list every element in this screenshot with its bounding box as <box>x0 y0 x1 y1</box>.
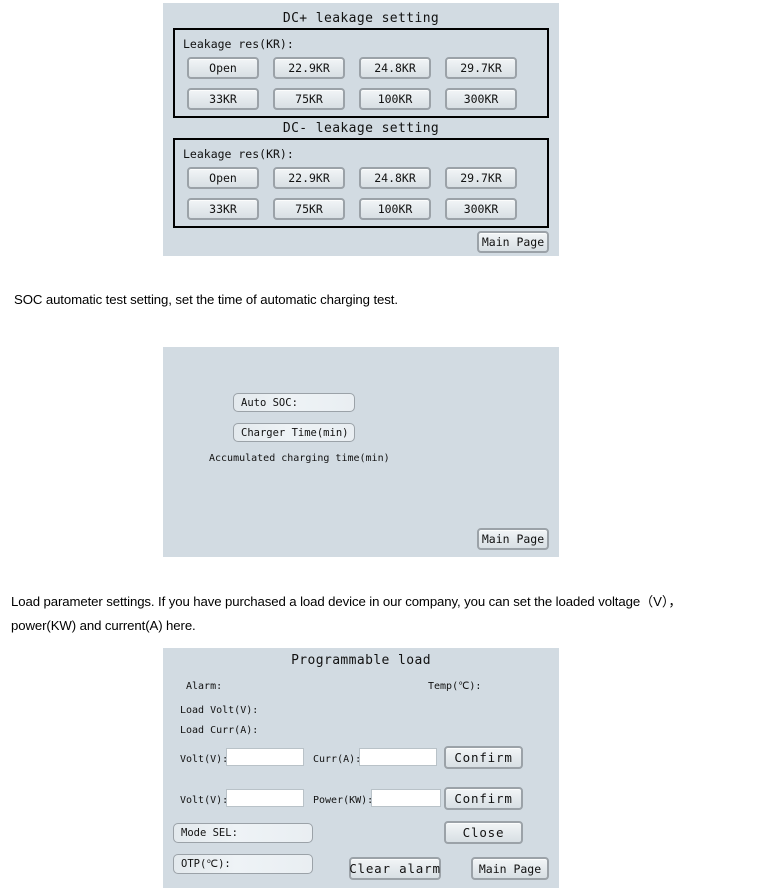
volt-current-input[interactable] <box>226 748 304 766</box>
temp-label: Temp(℃): <box>428 681 482 692</box>
alarm-label: Alarm: <box>186 681 223 692</box>
soc-main-page-button[interactable]: Main Page <box>477 528 549 550</box>
load-description-line-2: power(KW) and current(A) here. <box>11 618 196 633</box>
soc-auto-test-panel: Auto SOC: Charger Time(min) Accumulated … <box>163 347 559 557</box>
curr-input[interactable] <box>359 748 437 766</box>
leakage-setting-panel: DC+ leakage setting Leakage res(KR): Ope… <box>163 3 559 256</box>
load-volt-label: Load Volt(V): <box>180 705 259 716</box>
dc-minus-title: DC- leakage setting <box>282 121 440 136</box>
close-button[interactable]: Close <box>444 821 523 844</box>
load-description-line-1: Load parameter settings. If you have pur… <box>11 594 682 609</box>
accumulated-charging-time-label: Accumulated charging time(min) <box>209 453 390 464</box>
dc-minus-res-75kr[interactable]: 75KR <box>273 198 345 220</box>
programmable-load-panel: Programmable load Alarm: Temp(℃): Load V… <box>163 648 559 888</box>
volt-power-row-label: Volt(V): <box>180 795 229 806</box>
load-curr-label: Load Curr(A): <box>180 725 259 736</box>
otp-field[interactable]: OTP(℃): <box>173 854 313 874</box>
dc-minus-res-300kr[interactable]: 300KR <box>445 198 517 220</box>
load-main-page-button[interactable]: Main Page <box>471 857 549 880</box>
charger-time-field[interactable]: Charger Time(min) <box>233 423 355 442</box>
dc-plus-res-75kr[interactable]: 75KR <box>273 88 345 110</box>
otp-label: OTP(℃): <box>181 858 231 870</box>
mode-sel-label: Mode SEL: <box>181 827 238 839</box>
programmable-load-title: Programmable load <box>291 653 431 668</box>
confirm-current-button[interactable]: Confirm <box>444 746 523 769</box>
soc-description-paragraph: SOC automatic test setting, set the time… <box>14 292 398 307</box>
dc-minus-res-24-8kr[interactable]: 24.8KR <box>359 167 431 189</box>
dc-plus-res-24-8kr[interactable]: 24.8KR <box>359 57 431 79</box>
dc-minus-group-label: Leakage res(KR): <box>183 147 294 161</box>
clear-alarm-button[interactable]: Clear alarm <box>349 857 441 880</box>
volt-current-row-label: Volt(V): <box>180 754 229 765</box>
dc-plus-title: DC+ leakage setting <box>282 11 440 26</box>
dc-plus-groupbox: Leakage res(KR): Open 22.9KR 24.8KR 29.7… <box>173 28 549 118</box>
dc-plus-res-33kr[interactable]: 33KR <box>187 88 259 110</box>
auto-soc-field[interactable]: Auto SOC: <box>233 393 355 412</box>
dc-plus-group-label: Leakage res(KR): <box>183 37 294 51</box>
curr-label: Curr(A): <box>313 754 362 765</box>
dc-minus-res-open[interactable]: Open <box>187 167 259 189</box>
dc-plus-res-100kr[interactable]: 100KR <box>359 88 431 110</box>
dc-minus-groupbox: Leakage res(KR): Open 22.9KR 24.8KR 29.7… <box>173 138 549 228</box>
dc-plus-res-29-7kr[interactable]: 29.7KR <box>445 57 517 79</box>
leakage-main-page-button[interactable]: Main Page <box>477 231 549 253</box>
dc-minus-res-22-9kr[interactable]: 22.9KR <box>273 167 345 189</box>
mode-sel-field[interactable]: Mode SEL: <box>173 823 313 843</box>
dc-plus-res-22-9kr[interactable]: 22.9KR <box>273 57 345 79</box>
dc-plus-res-300kr[interactable]: 300KR <box>445 88 517 110</box>
auto-soc-label: Auto SOC: <box>241 396 298 409</box>
power-input[interactable] <box>371 789 441 807</box>
dc-minus-res-33kr[interactable]: 33KR <box>187 198 259 220</box>
charger-time-label: Charger Time(min) <box>241 426 349 439</box>
confirm-power-button[interactable]: Confirm <box>444 787 523 810</box>
dc-minus-res-100kr[interactable]: 100KR <box>359 198 431 220</box>
power-label: Power(KW): <box>313 795 374 806</box>
dc-minus-res-29-7kr[interactable]: 29.7KR <box>445 167 517 189</box>
dc-plus-res-open[interactable]: Open <box>187 57 259 79</box>
volt-power-input[interactable] <box>226 789 304 807</box>
